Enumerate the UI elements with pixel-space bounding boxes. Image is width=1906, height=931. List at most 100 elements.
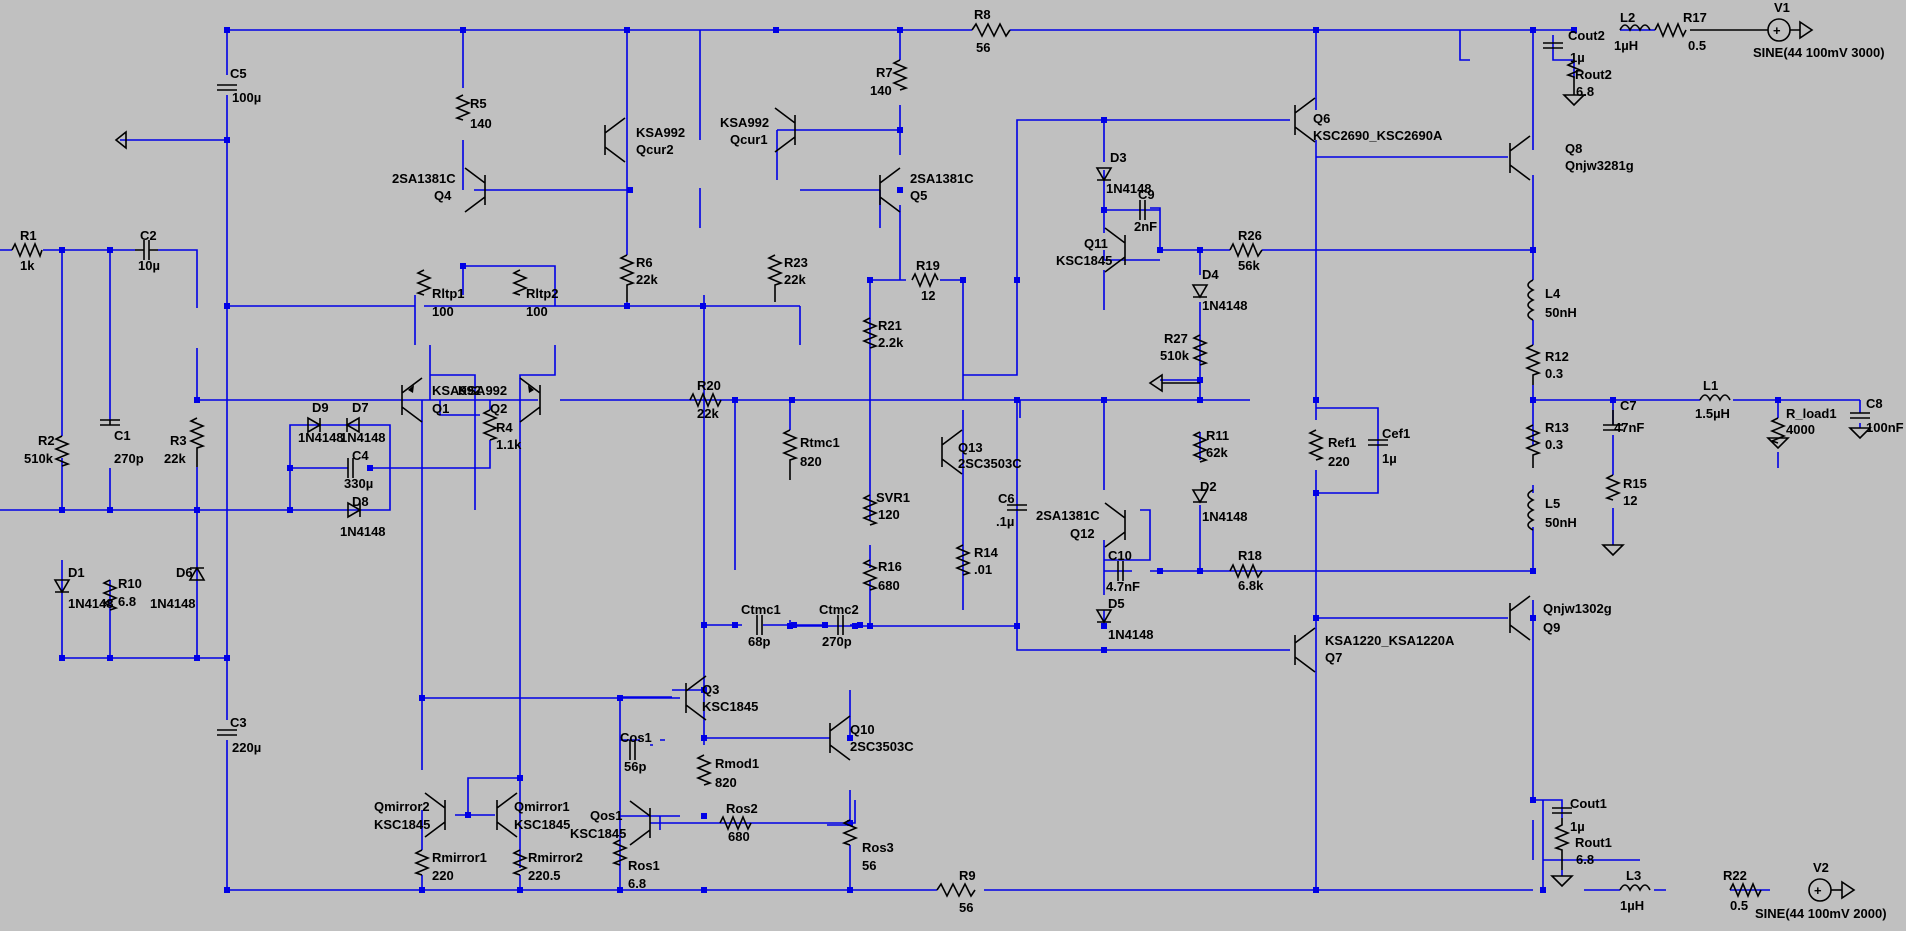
value-C4: 330µ (344, 476, 373, 491)
label-C8: C8 (1866, 396, 1883, 411)
label-Cef1: Cef1 (1382, 426, 1410, 441)
value-V2: SINE(44 100mV 2000) (1755, 906, 1887, 921)
label-R27: R27 (1164, 331, 1188, 346)
label-Qmirror2: Qmirror2 (374, 799, 430, 814)
value-Ctmc1: 68p (748, 634, 770, 649)
diode-D8 (347, 501, 362, 519)
value-Qmirror2: KSC1845 (374, 817, 430, 832)
value-C5: 100µ (232, 90, 261, 105)
label-Ctmc2: Ctmc2 (819, 602, 859, 617)
label-D8: D8 (352, 494, 369, 509)
transistor-Q13 (941, 429, 963, 475)
name-Q8: Q8 (1565, 141, 1582, 156)
transistor-Q11 (1104, 227, 1126, 273)
transistor-Qcur1 (774, 107, 796, 153)
resistor-Rout1 (1553, 818, 1571, 870)
resistor-R18 (1229, 562, 1263, 580)
resistor-Rmirror1 (413, 849, 431, 876)
value-SVR1: 120 (878, 507, 900, 522)
resistor-R12 (1524, 344, 1542, 385)
resistor-Ros3 (841, 819, 859, 846)
value-R22: 0.5 (1730, 898, 1748, 913)
value-R19: 12 (921, 288, 935, 303)
value-R13: 0.3 (1545, 437, 1563, 452)
inductor-L1 (1699, 394, 1731, 402)
transistor-Q1 (401, 377, 423, 423)
value-Ref1: 220 (1328, 454, 1350, 469)
resistor-R15 (1604, 474, 1622, 501)
resistor-R20 (689, 391, 722, 409)
resistor-R19 (911, 271, 939, 289)
value-Qos1: KSC1845 (570, 826, 626, 841)
label-R5: R5 (470, 96, 487, 111)
value-Ctmc2: 270p (822, 634, 852, 649)
label-Ctmc1: Ctmc1 (741, 602, 781, 617)
value-D1: 1N4148 (68, 596, 114, 611)
capacitor-C9 (1139, 200, 1146, 220)
label-C2: C2 (140, 228, 157, 243)
value-R11: 62k (1206, 445, 1228, 460)
label-Rout1: Rout1 (1575, 835, 1612, 850)
value-C2: 10µ (138, 258, 160, 273)
diode-D2 (1191, 489, 1209, 504)
resistor-SVR1 (861, 494, 879, 526)
value-R18: 6.8k (1238, 578, 1264, 593)
ground-symbol-Rout2 (1562, 94, 1586, 107)
value-L5: 50nH (1545, 515, 1577, 530)
value-Rout1: 6.8 (1576, 852, 1594, 867)
name-Q13: Q13 (958, 440, 983, 455)
name-Q11: Q11 (1084, 236, 1108, 251)
transistor-Q9 (1509, 595, 1531, 641)
label-C4: C4 (352, 448, 369, 463)
diode-D1 (53, 579, 71, 594)
value-Rout2: 6.8 (1576, 84, 1594, 99)
capacitor-Cos1 (629, 740, 636, 760)
label-C5: C5 (230, 66, 247, 81)
capacitor-Cef1 (1368, 439, 1388, 446)
label-D2: D2 (1200, 479, 1217, 494)
value-Qmirror1: KSC1845 (514, 817, 570, 832)
name-Q10: Q10 (850, 722, 875, 737)
resistor-R_load1 (1769, 417, 1787, 444)
label-V2: V2 (1813, 860, 1829, 875)
value-D2: 1N4148 (1202, 509, 1248, 524)
label-L5: L5 (1545, 496, 1560, 511)
label-R20: R20 (697, 378, 721, 393)
value-R17: 0.5 (1688, 38, 1706, 53)
resistor-R27 (1191, 334, 1209, 366)
value-D9: 1N4148 (298, 430, 344, 445)
transistor-Q3 (685, 675, 707, 721)
name-Q2: Q2 (490, 401, 507, 416)
value-C1: 270p (114, 451, 144, 466)
value-R2: 510k (24, 451, 54, 466)
value-R3: 22k (164, 451, 186, 466)
resistor-R26 (1229, 241, 1263, 259)
value-C10: 4.7nF (1106, 579, 1140, 594)
value-R27: 510k (1160, 348, 1190, 363)
value-C6: .1µ (996, 514, 1014, 529)
label-Ref1: Ref1 (1328, 435, 1356, 450)
capacitor-Cout1 (1552, 807, 1572, 814)
value-D8: 1N4148 (340, 524, 386, 539)
resistor-Ref1 (1307, 429, 1325, 461)
value-R9: 56 (959, 900, 973, 915)
capacitor-C1 (100, 419, 120, 426)
value-Cout1: 1µ (1570, 819, 1585, 834)
label-Rtmc1: Rtmc1 (800, 435, 840, 450)
resistor-R16 (861, 559, 879, 591)
resistor-R22 (1729, 881, 1762, 899)
label-Q9: Qnjw1302g (1543, 601, 1612, 616)
label-L2: L2 (1620, 10, 1635, 25)
value-R_load1: 4000 (1786, 422, 1815, 437)
transistor-Qcur2 (604, 117, 626, 163)
value-Rmod1: 820 (715, 775, 737, 790)
wire-junctions (59, 27, 1781, 893)
value-C7: 47nF (1614, 420, 1644, 435)
resistor-R4 (481, 409, 499, 441)
resistor-R6 (618, 254, 636, 302)
capacitor-C7 (1603, 410, 1623, 431)
transistor-Q10 (829, 715, 851, 761)
resistor-Rtmc1 (781, 429, 799, 480)
value-R26: 56k (1238, 258, 1260, 273)
inductor-L5 (1527, 489, 1535, 531)
